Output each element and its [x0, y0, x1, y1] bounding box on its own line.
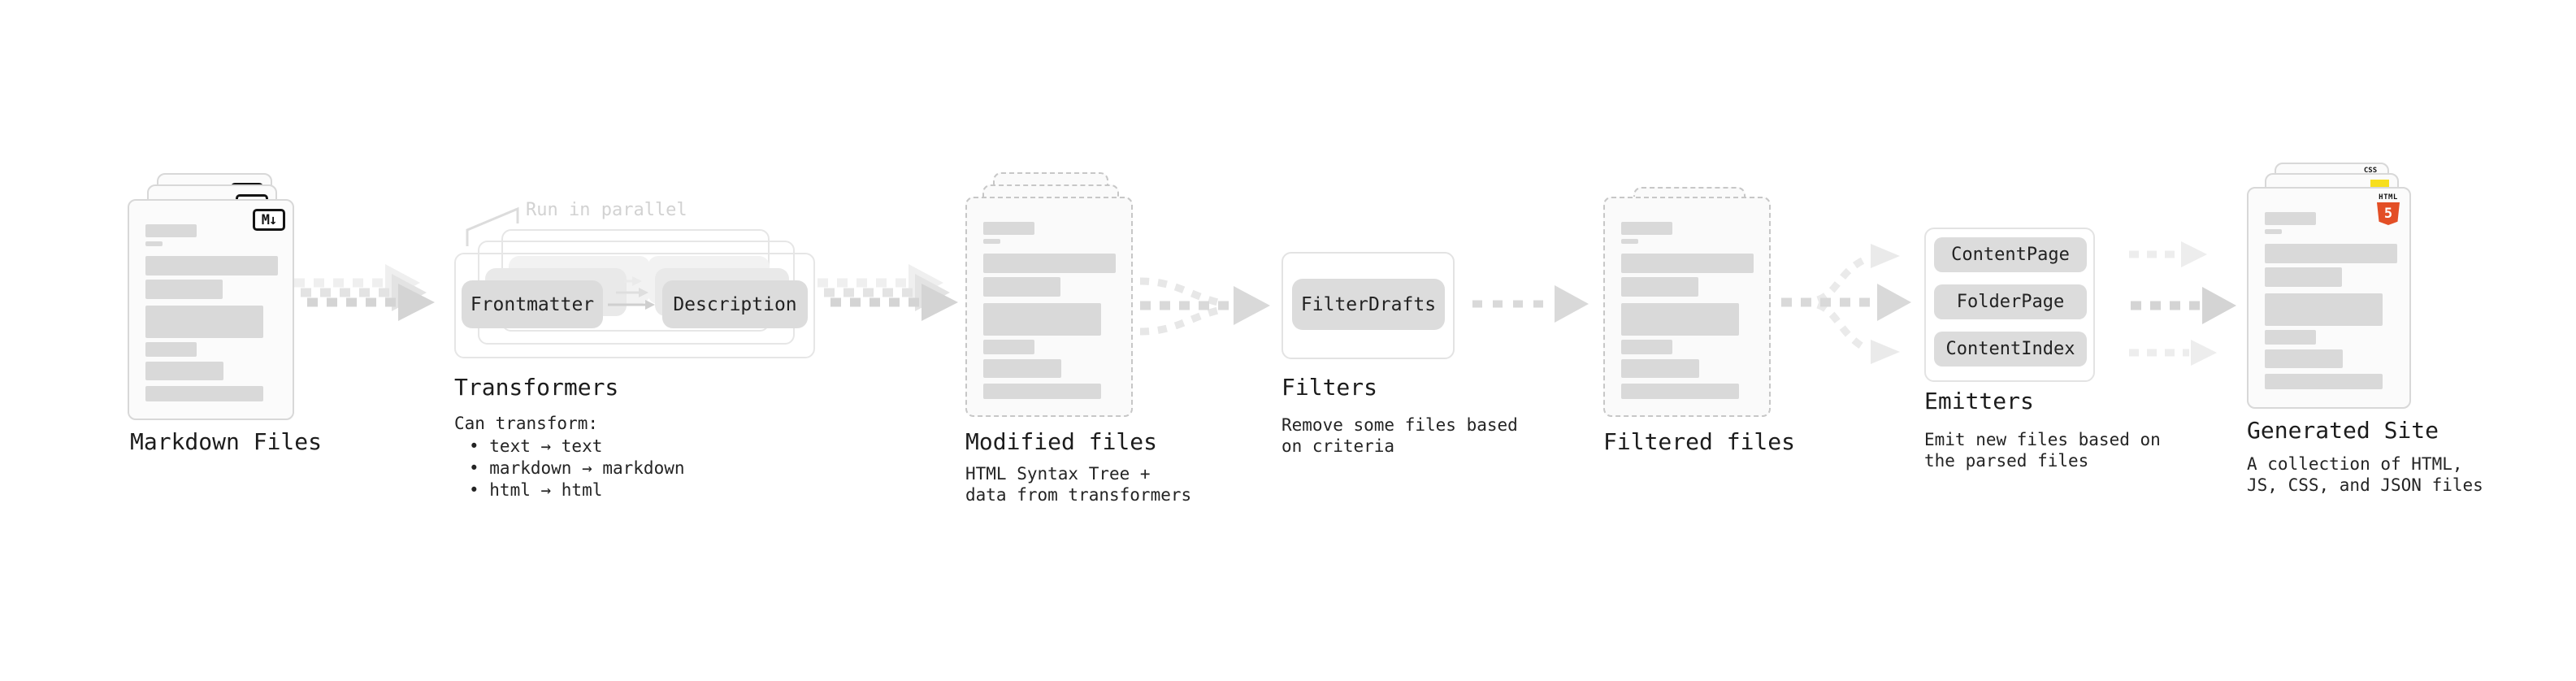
filters-title: Filters	[1281, 374, 1378, 401]
filtered-file-card-front	[1603, 197, 1771, 417]
skeleton-line	[2265, 229, 2282, 234]
arrow-filtered-to-emitters	[1781, 244, 1911, 364]
skeleton-line	[1621, 384, 1739, 399]
skeleton-line	[145, 306, 263, 338]
modified-files-subtitle: HTML Syntax Tree + data from transformer…	[965, 464, 1192, 505]
arrow-filters-to-filtered	[1472, 285, 1589, 323]
skeleton-line	[1621, 222, 1672, 235]
document-skeleton	[129, 201, 293, 419]
transformers-bullet: • html → html	[469, 480, 603, 500]
document-skeleton	[1605, 198, 1769, 415]
folderpage-box: FolderPage	[1934, 284, 2087, 319]
modified-files-title: Modified files	[965, 428, 1158, 455]
skeleton-line	[145, 342, 197, 357]
run-in-parallel-annotation: Run in parallel	[526, 200, 687, 220]
html5-shield: 5	[2377, 202, 2400, 225]
html5-shield-number: 5	[2383, 206, 2393, 222]
generated-site-subtitle: A collection of HTML, JS, CSS, and JSON …	[2247, 454, 2483, 495]
document-skeleton	[967, 198, 1131, 415]
skeleton-line	[983, 277, 1060, 297]
filterdrafts-box: FilterDrafts	[1292, 279, 1445, 330]
skeleton-line	[983, 254, 1116, 273]
contentpage-box: ContentPage	[1934, 237, 2087, 272]
skeleton-line	[1621, 239, 1638, 244]
skeleton-line	[145, 386, 263, 401]
markdown-files-label: Markdown Files	[130, 428, 323, 455]
skeleton-line	[2265, 374, 2383, 389]
css-badge-text: CSS	[2363, 167, 2378, 175]
transformers-subtitle: Can transform:	[454, 414, 599, 433]
arrow-markdown-to-transformers	[294, 264, 435, 321]
skeleton-line	[2265, 244, 2397, 263]
document-skeleton	[2249, 189, 2409, 407]
skeleton-line	[2265, 293, 2383, 326]
frontmatter-box: Frontmatter	[462, 280, 603, 328]
skeleton-line	[983, 239, 1000, 244]
arrow-emitters-to-generated	[2129, 241, 2236, 366]
generated-site-title: Generated Site	[2247, 417, 2439, 444]
emitters-title: Emitters	[1924, 388, 2034, 414]
html5-icon: HTML 5	[2375, 193, 2401, 225]
filters-subtitle: Remove some files based on criteria	[1281, 415, 1518, 456]
description-box: Description	[662, 280, 808, 328]
skeleton-line	[983, 303, 1101, 336]
skeleton-line	[2265, 267, 2342, 287]
html5-badge-text: HTML	[2379, 193, 2398, 202]
modified-file-card-front	[965, 197, 1133, 417]
arrow-modified-to-filters	[1139, 277, 1270, 336]
contentindex-box: ContentIndex	[1934, 332, 2087, 367]
skeleton-line	[1621, 359, 1699, 378]
transformers-title: Transformers	[454, 374, 619, 401]
arrow-transformers-to-modified	[817, 264, 958, 321]
skeleton-line	[983, 359, 1061, 378]
filtered-files-title: Filtered files	[1603, 428, 1796, 455]
skeleton-line	[145, 256, 278, 275]
skeleton-line	[145, 362, 223, 380]
skeleton-line	[2265, 349, 2343, 368]
emitters-subtitle: Emit new files based on the parsed files	[1924, 430, 2161, 471]
markdown-file-card-front: M↓	[128, 199, 294, 420]
skeleton-line	[2265, 330, 2316, 345]
skeleton-line	[983, 340, 1034, 354]
skeleton-line	[1621, 254, 1754, 273]
skeleton-line	[983, 222, 1034, 235]
skeleton-line	[145, 241, 163, 246]
skeleton-line	[145, 280, 223, 299]
skeleton-line	[1621, 303, 1739, 336]
transformers-bullet: • text → text	[469, 436, 603, 456]
skeleton-line	[2265, 212, 2316, 225]
generated-file-card-front: HTML 5	[2247, 187, 2411, 409]
transformers-bullet: • markdown → markdown	[469, 458, 685, 478]
skeleton-line	[1621, 277, 1698, 297]
markdown-icon: M↓	[253, 209, 285, 231]
transformer-layer-front	[454, 253, 815, 358]
skeleton-line	[1621, 340, 1672, 354]
skeleton-line	[145, 224, 197, 237]
skeleton-line	[983, 384, 1101, 399]
